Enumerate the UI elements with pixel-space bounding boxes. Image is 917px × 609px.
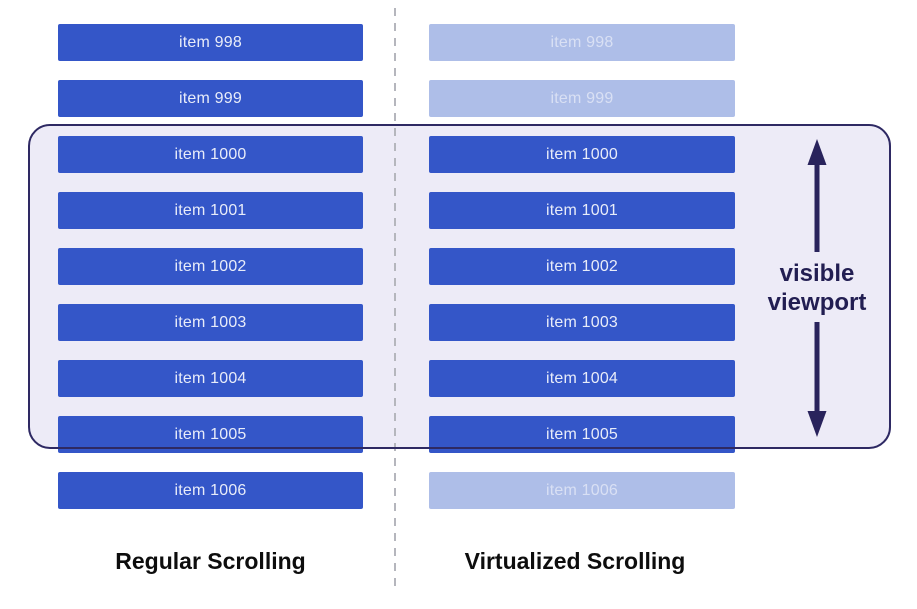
virtualized-scrolling-column: item 998 item 999 item 1000 item 1001 it… xyxy=(429,24,735,509)
list-item: item 1004 xyxy=(429,360,735,397)
column-divider-dashed-line xyxy=(394,8,396,588)
list-item: item 1005 xyxy=(58,416,363,453)
regular-scrolling-title: Regular Scrolling xyxy=(115,548,306,574)
list-item: item 999 xyxy=(429,80,735,117)
list-item: item 1006 xyxy=(429,472,735,509)
list-item: item 1001 xyxy=(58,192,363,229)
list-item: item 1003 xyxy=(58,304,363,341)
list-item: item 1006 xyxy=(58,472,363,509)
visible-viewport-label: visible viewport xyxy=(767,260,867,317)
regular-scrolling-column: item 998 item 999 item 1000 item 1001 it… xyxy=(58,24,363,509)
list-item: item 1003 xyxy=(429,304,735,341)
list-item: item 1002 xyxy=(58,248,363,285)
visible-viewport-outline xyxy=(28,124,891,449)
list-item: item 1000 xyxy=(429,136,735,173)
list-item: item 999 xyxy=(58,80,363,117)
list-item: item 1001 xyxy=(429,192,735,229)
list-item: item 998 xyxy=(429,24,735,61)
virtualized-scrolling-title: Virtualized Scrolling xyxy=(464,548,686,574)
list-item: item 1005 xyxy=(429,416,735,453)
list-item: item 1000 xyxy=(58,136,363,173)
list-item: item 1004 xyxy=(58,360,363,397)
list-item: item 1002 xyxy=(429,248,735,285)
arrow-down-icon xyxy=(805,322,829,442)
list-item: item 998 xyxy=(58,24,363,61)
arrow-up-icon xyxy=(805,139,829,257)
